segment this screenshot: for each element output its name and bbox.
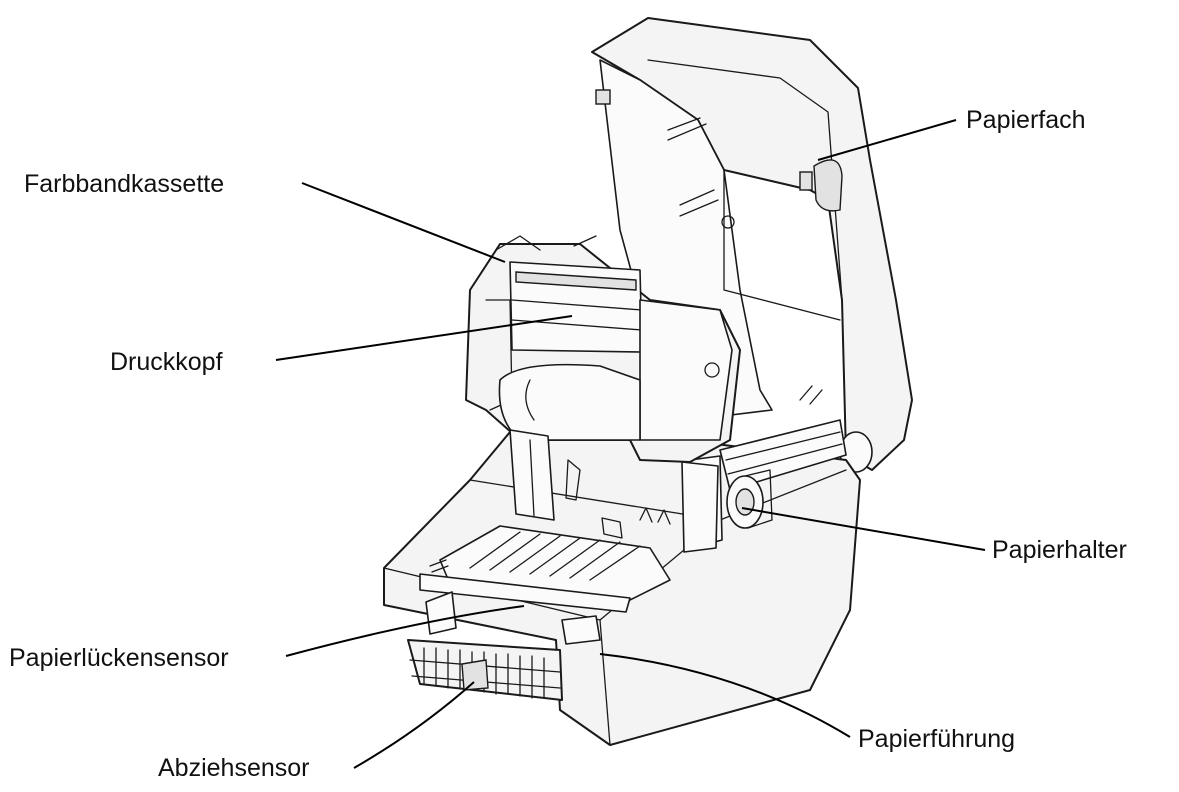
label-abziehsensor: Abziehsensor	[158, 754, 310, 782]
paper-tray	[419, 507, 671, 613]
leader-lines	[275, 119, 986, 769]
ribbon-cassette	[465, 235, 741, 463]
label-druckkopf: Druckkopf	[110, 348, 223, 376]
leader-druckkopf	[275, 315, 573, 361]
leader-papierhalter	[741, 507, 986, 551]
label-papierlueckensensor: Papierlückensensor	[9, 644, 229, 672]
front-bar	[407, 559, 601, 701]
leader-papierfuehrung	[599, 653, 851, 738]
support-arms	[509, 429, 719, 553]
label-farbbandkassette: Farbbandkassette	[24, 170, 225, 198]
leader-abziehsensor	[353, 681, 475, 769]
leader-farbbandkassette	[301, 182, 506, 263]
label-papierhalter: Papierhalter	[992, 536, 1127, 564]
leader-papierfach	[817, 119, 957, 161]
label-papierfuehrung: Papierführung	[858, 725, 1016, 753]
leader-papierluecke	[285, 605, 525, 657]
label-papierfach: Papierfach	[966, 106, 1086, 134]
